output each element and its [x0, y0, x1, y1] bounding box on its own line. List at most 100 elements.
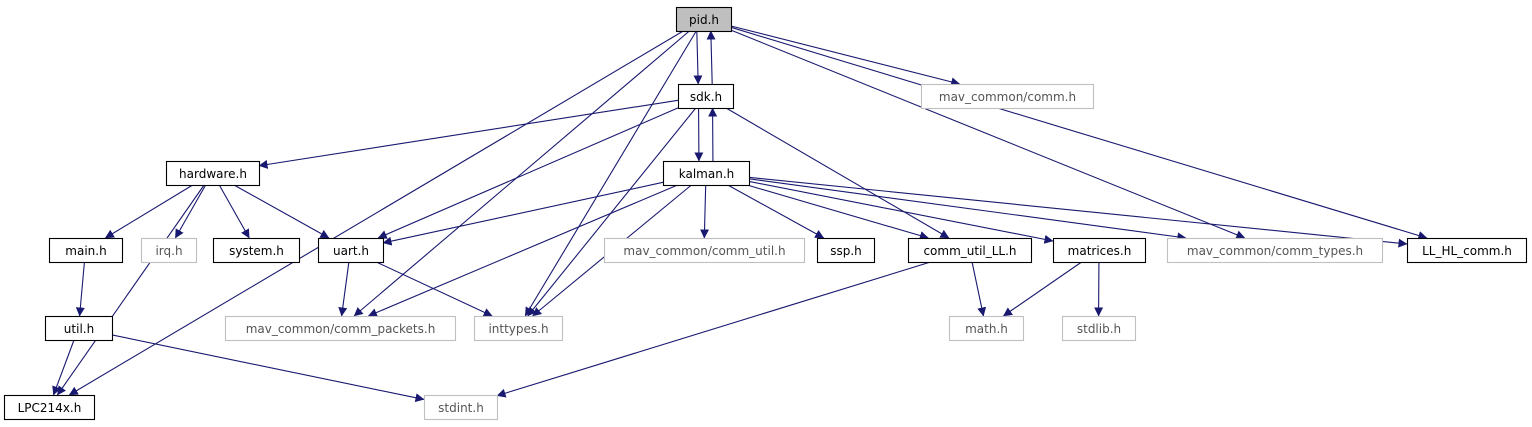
node-label-ssp: ssp.h	[830, 244, 862, 258]
node-box-system	[212, 237, 301, 264]
node-uart[interactable]: uart.h	[317, 237, 385, 264]
node-label-stdint: stdint.h	[438, 401, 484, 415]
node-stdlib[interactable]: stdlib.h	[1061, 315, 1137, 342]
edge-util-to-lpc	[52, 339, 75, 396]
node-label-comm_types: mav_common/comm_types.h	[1187, 244, 1363, 258]
node-label-lpc: LPC214x.h	[18, 401, 82, 415]
node-label-uart: uart.h	[333, 244, 369, 258]
node-label-inttypes: inttypes.h	[488, 322, 548, 336]
node-box-comm_types	[1166, 237, 1384, 264]
node-box-math	[948, 315, 1025, 342]
node-box-lpc	[3, 394, 96, 421]
node-irq[interactable]: irq.h	[140, 237, 198, 264]
node-pid: pid.h	[675, 6, 733, 33]
edge-main-to-util	[75, 261, 85, 317]
edge-kalman-to-comm_util_ll	[746, 184, 929, 240]
node-inttypes[interactable]: inttypes.h	[473, 315, 564, 342]
node-box-stdlib	[1061, 315, 1137, 342]
node-box-mav_comm	[920, 83, 1095, 110]
node-sdk[interactable]: sdk.h	[677, 83, 735, 110]
node-matrices[interactable]: matrices.h	[1052, 237, 1147, 264]
edge-sdk-to-uart	[377, 107, 679, 239]
edge-matrices-to-math	[1003, 261, 1082, 317]
edge-pid-to-sdk	[693, 30, 703, 85]
edge-hardware-to-system	[218, 184, 250, 239]
node-label-comm_util_ll: comm_util_LL.h	[923, 244, 1016, 258]
node-box-inttypes	[473, 315, 564, 342]
edge-pid-to-ll_hl_comm	[730, 26, 1428, 240]
node-hardware[interactable]: hardware.h	[165, 160, 261, 187]
node-box-kalman	[662, 160, 751, 187]
node-label-pid: pid.h	[689, 13, 719, 27]
edge-uart-to-comm_packets	[338, 261, 350, 317]
node-box-util	[44, 315, 114, 342]
node-label-ll_hl_comm: LL_HL_comm.h	[1422, 244, 1512, 258]
node-lpc[interactable]: LPC214x.h	[3, 394, 96, 421]
node-comm_util_ll[interactable]: comm_util_LL.h	[907, 237, 1033, 264]
edge-hardware-to-uart	[233, 184, 330, 239]
node-box-irq	[140, 237, 198, 264]
node-label-hardware: hardware.h	[179, 167, 247, 181]
edge-kalman-to-comm_util	[700, 184, 710, 239]
node-label-comm_packets: mav_common/comm_packets.h	[246, 322, 436, 336]
node-label-main: main.h	[65, 244, 106, 258]
edges-layer	[52, 25, 1428, 403]
edge-hardware-to-main	[104, 184, 193, 239]
node-stdint[interactable]: stdint.h	[423, 394, 499, 421]
edge-kalman-to-comm_types	[748, 178, 1187, 242]
node-kalman[interactable]: kalman.h	[662, 160, 751, 187]
edge-sdk-to-inttypes	[527, 107, 697, 317]
edge-hardware-to-irq	[174, 184, 207, 239]
node-comm_util[interactable]: mav_common/comm_util.h	[603, 237, 806, 264]
node-box-ll_hl_comm	[1406, 237, 1528, 264]
node-util[interactable]: util.h	[44, 315, 114, 342]
edge-util-to-stdint	[111, 334, 425, 403]
node-box-matrices	[1052, 237, 1147, 264]
node-label-comm_util: mav_common/comm_util.h	[623, 244, 785, 258]
node-box-pid	[675, 6, 733, 33]
edge-sdk-to-hardware	[258, 99, 679, 169]
node-label-mav_comm: mav_common/comm.h	[939, 90, 1076, 104]
node-label-sdk: sdk.h	[690, 90, 722, 104]
node-ll_hl_comm[interactable]: LL_HL_comm.h	[1406, 237, 1528, 264]
edge-hardware-to-lpc	[56, 184, 205, 396]
node-box-uart	[317, 237, 385, 264]
node-mav_comm[interactable]: mav_common/comm.h	[920, 83, 1095, 110]
node-label-math: math.h	[965, 322, 1008, 336]
edge-pid-to-comm_types	[730, 29, 1246, 239]
node-box-main	[48, 237, 124, 264]
edge-kalman-to-matrices	[748, 180, 1054, 244]
node-box-comm_util	[603, 237, 806, 264]
node-system[interactable]: system.h	[212, 237, 301, 264]
node-comm_types[interactable]: mav_common/comm_types.h	[1166, 237, 1384, 264]
edge-comm_util_ll-to-stdint	[496, 261, 931, 398]
node-math[interactable]: math.h	[948, 315, 1025, 342]
edge-pid-to-lpc	[68, 30, 684, 396]
node-comm_packets[interactable]: mav_common/comm_packets.h	[224, 315, 457, 342]
edge-pid-to-inttypes	[524, 30, 697, 317]
edge-sdk-to-comm_util_ll	[725, 107, 950, 239]
edge-kalman-to-ssp	[727, 184, 825, 239]
node-box-stdint	[423, 394, 499, 421]
edge-kalman-to-ll_hl_comm	[748, 176, 1408, 248]
node-box-hardware	[165, 160, 261, 187]
edge-kalman-to-uart	[382, 181, 664, 246]
edge-pid-to-comm_packets	[353, 30, 690, 317]
node-label-system: system.h	[229, 244, 284, 258]
node-label-matrices: matrices.h	[1068, 244, 1132, 258]
edge-pid-to-mav_comm	[730, 25, 961, 87]
node-label-util: util.h	[64, 322, 94, 336]
node-box-ssp	[816, 237, 876, 264]
edge-sdk-to-pid	[706, 30, 716, 85]
nodes-layer: pid.h mav_common/comm.h sdk.h hardware.h kal…	[3, 6, 1528, 421]
node-main[interactable]: main.h	[48, 237, 124, 264]
node-box-sdk	[677, 83, 735, 110]
edge-uart-to-inttypes	[376, 261, 493, 317]
node-box-comm_packets	[224, 315, 457, 342]
node-label-irq: irq.h	[155, 244, 182, 258]
node-label-stdlib: stdlib.h	[1077, 322, 1121, 336]
node-ssp[interactable]: ssp.h	[816, 237, 876, 264]
node-box-comm_util_ll	[907, 237, 1033, 264]
